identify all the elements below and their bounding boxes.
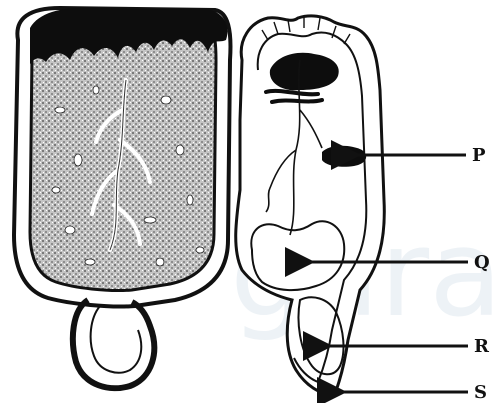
stomach-interior-view — [14, 8, 230, 389]
label-p: P — [472, 145, 486, 166]
label-q: Q — [474, 252, 490, 273]
left-inner-wall — [30, 26, 216, 291]
bottom-loop-inner — [91, 306, 142, 373]
label-r: R — [474, 336, 490, 357]
label-s-group: S — [344, 382, 487, 403]
label-s: S — [474, 382, 487, 403]
